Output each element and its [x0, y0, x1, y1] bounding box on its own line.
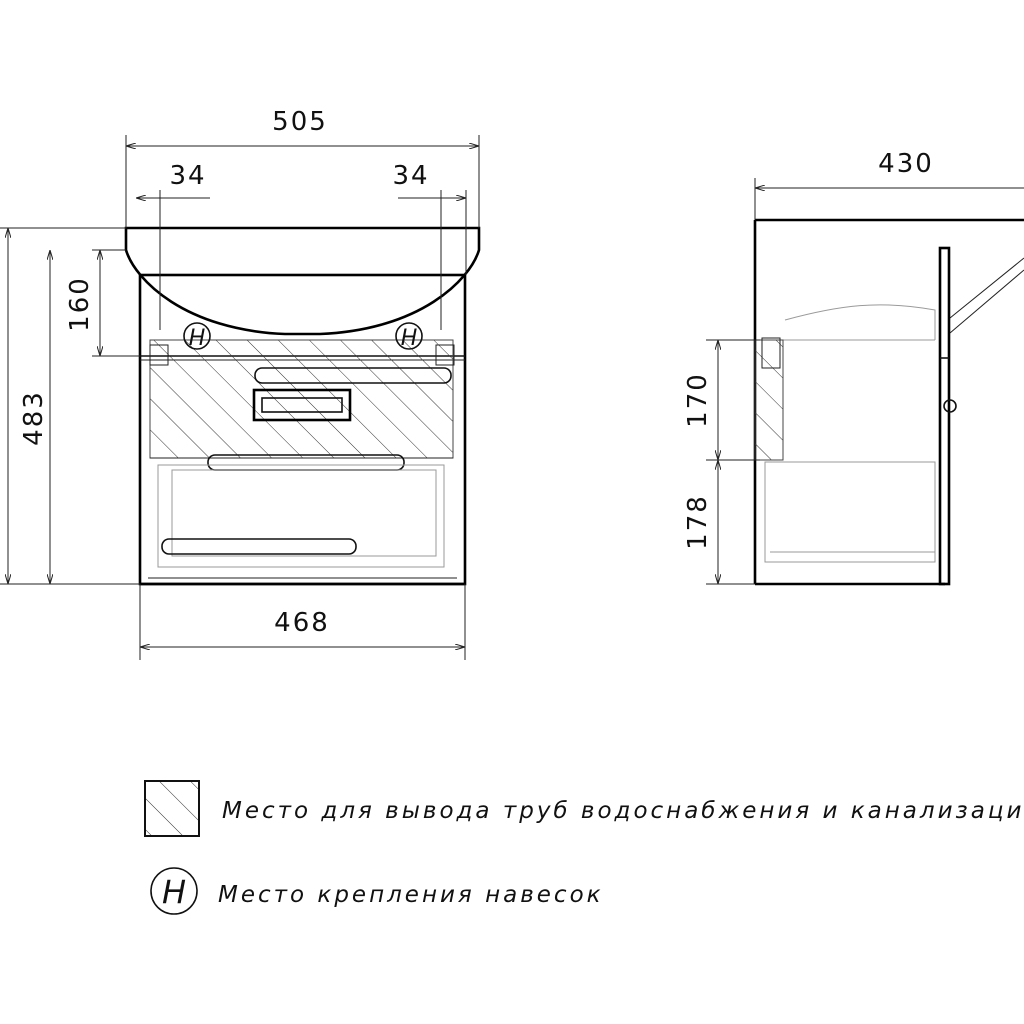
dim-height-483: 483: [19, 390, 49, 446]
mount-point-right: H: [395, 322, 423, 351]
basin-outline: [124, 226, 481, 336]
dim-right-34: 34: [392, 161, 429, 191]
side-front-panel: [938, 246, 951, 586]
dim-width-505: 505: [272, 107, 328, 137]
legend-pipes-label: Место для вывода труб водоснабжения и ка…: [222, 798, 1024, 824]
dim-lower-178: 178: [683, 494, 713, 550]
side-pipe-zone: [754, 339, 784, 461]
dim-hatch-170: 170: [683, 372, 713, 428]
side-view: 430 170 178: [683, 149, 1024, 586]
front-view: H H 505 34 34 160 483: [0, 107, 481, 660]
upper-handle: [254, 367, 452, 384]
dim-width-468: 468: [274, 608, 330, 638]
dim-left-34: 34: [169, 161, 206, 191]
legend-mount-label: Место крепления навесок: [218, 882, 604, 908]
svg-text:H: H: [162, 873, 186, 911]
svg-text:H: H: [189, 326, 206, 351]
svg-text:H: H: [401, 326, 418, 351]
mount-point-left: H: [183, 322, 211, 351]
dim-basin-160: 160: [65, 276, 95, 332]
lower-handle: [161, 538, 357, 555]
legend-mount-symbol: H: [150, 867, 198, 915]
siphon-box: [252, 388, 352, 422]
pipe-outlet-zone: [149, 339, 454, 459]
legend: Место для вывода труб водоснабжения и ка…: [144, 780, 1024, 915]
dim-depth-430: 430: [878, 149, 934, 179]
legend-hatch-swatch: [144, 780, 200, 837]
